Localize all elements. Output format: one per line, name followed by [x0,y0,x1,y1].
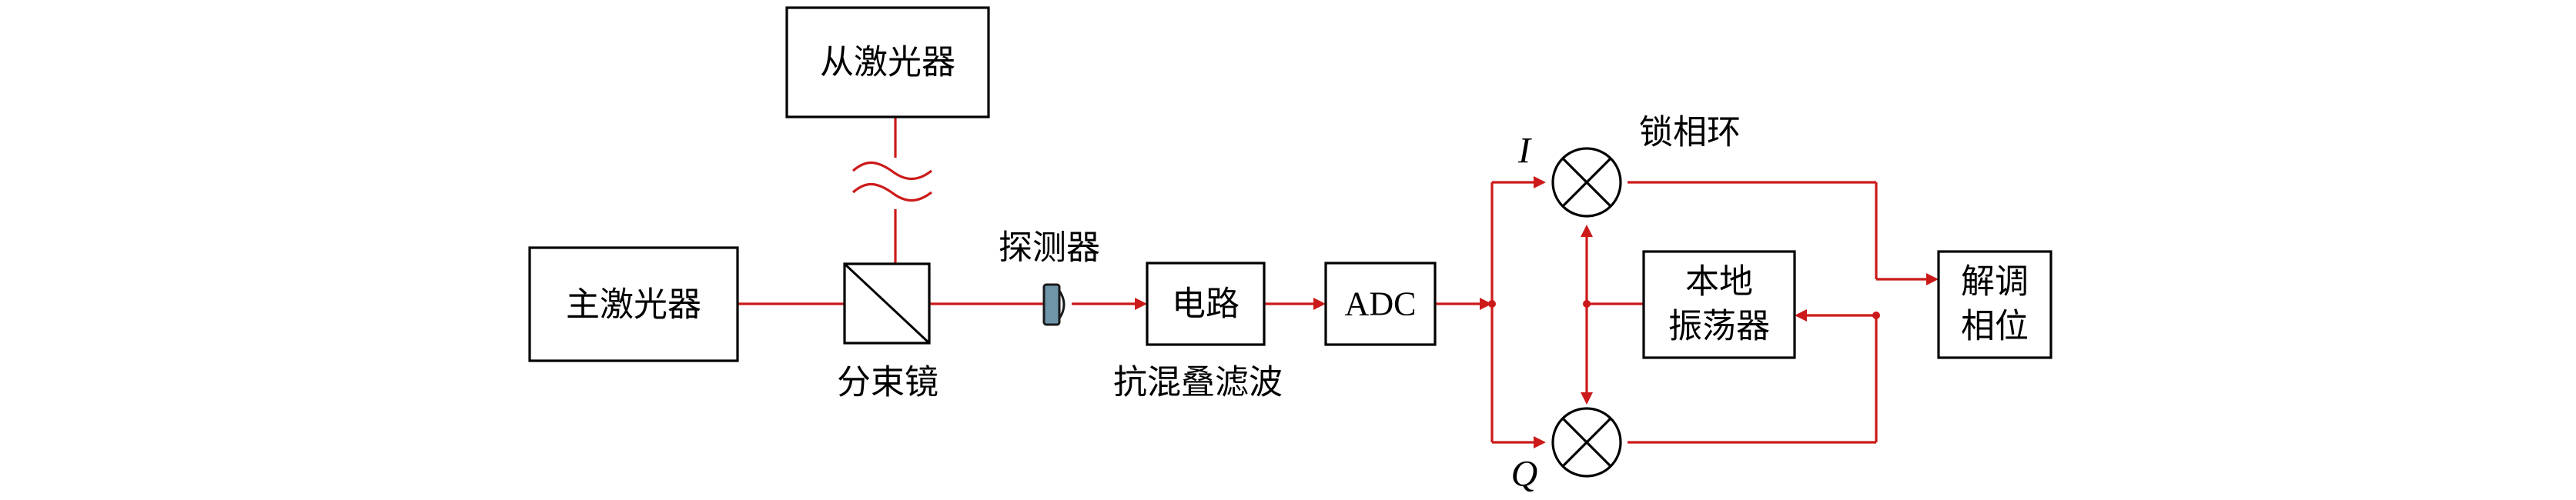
demodulation-label-line1: 解调 [1961,262,2029,302]
master-laser-box: 主激光器 [528,246,739,362]
slave-laser-label: 从激光器 [820,43,955,82]
wave-symbol [851,161,932,202]
local-oscillator-box: 本地 振荡器 [1642,250,1796,359]
master-laser-label: 主激光器 [566,285,701,325]
circuit-box: 电路 抗混叠滤波 [1113,262,1283,402]
arrow-lo-down [1581,392,1593,405]
arrow-into-demod [1926,273,1939,285]
arrow-into-i-mixer [1534,176,1546,188]
detector-label: 探测器 [999,228,1100,268]
arrow-into-circuit [1135,298,1147,310]
signal-lines [738,117,1932,444]
beam-splitter: 分束镜 [837,262,938,402]
junction-dots [1488,300,1880,319]
local-oscillator-label-line1: 本地 [1685,262,1753,302]
circuit-label: 电路 [1172,285,1239,324]
demodulation-label-line2: 相位 [1961,307,2029,346]
anti-alias-filter-label: 抗混叠滤波 [1113,363,1283,402]
arrow-lo-up [1581,225,1593,237]
arrow-into-q-mixer [1534,436,1546,448]
i-label: I [1517,131,1532,172]
adc-label: ADC [1345,285,1417,323]
q-mixer-icon [1551,407,1622,478]
beam-splitter-label: 分束镜 [837,363,938,402]
arrow-into-adc [1313,298,1326,310]
adc-box: ADC [1324,262,1437,346]
arrow-into-split [1480,298,1492,310]
detector-icon [1042,283,1061,326]
local-oscillator-label-line2: 振荡器 [1668,307,1770,346]
slave-laser-box: 从激光器 [785,6,990,118]
demodulation-box: 解调 相位 [1937,250,2052,359]
q-label: Q [1511,454,1538,495]
pll-label: 锁相环 [1639,113,1741,152]
arrow-into-lo [1795,309,1807,322]
detector: 探测器 [999,228,1100,326]
i-mixer-icon [1551,147,1622,218]
